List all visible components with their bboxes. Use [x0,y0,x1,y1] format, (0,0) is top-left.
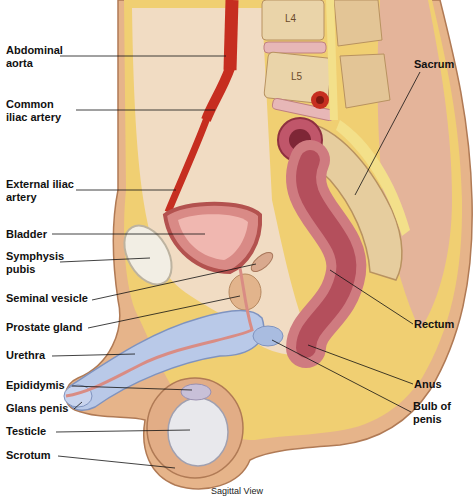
vessel-lumen [316,96,324,104]
part-label: Seminal vesicle [6,292,126,305]
part-label: Epididymis [6,379,96,392]
part-label: External iliac artery [6,178,76,204]
epididymis-shape [181,384,211,400]
abdominal-aorta [230,0,232,70]
fat-layer [124,0,462,440]
body-skin [66,0,473,489]
iliac-artery [206,68,230,120]
urethra-line [66,268,252,396]
part-label: Scrotum [6,449,96,462]
leader-lines [52,56,420,468]
part-label: Testicle [6,425,96,438]
part-label: Sacrum [414,58,472,71]
part-label: Anus [414,378,472,391]
testicle-shape [168,398,228,466]
part-label: Prostate gland [6,321,126,334]
part-label: Rectum [414,318,472,331]
part-label: Urethra [6,349,96,362]
bladder-wall [165,204,260,272]
part-label: Glans penis [6,402,96,415]
vertebra-label: L5 [291,70,321,83]
part-label: Symphysis pubis [6,250,68,276]
vessel-section [311,91,329,109]
view-caption: Sagittal View [137,485,337,498]
part-label: Bulb of penis [413,400,465,426]
part-label: Abdominal aorta [6,44,70,70]
rectum-wall [306,160,346,348]
symphysis-bone [115,217,182,292]
external-iliac [168,118,207,212]
rectum-lumen [306,160,346,348]
scrotum-sac [147,378,243,478]
bladder-lumen [178,214,248,260]
seminal-vesicle-shape [248,249,276,275]
vertebra-label: L4 [285,12,315,25]
part-label: Common iliac artery [6,98,76,124]
back-muscle [378,0,452,330]
part-label: Bladder [6,228,96,241]
